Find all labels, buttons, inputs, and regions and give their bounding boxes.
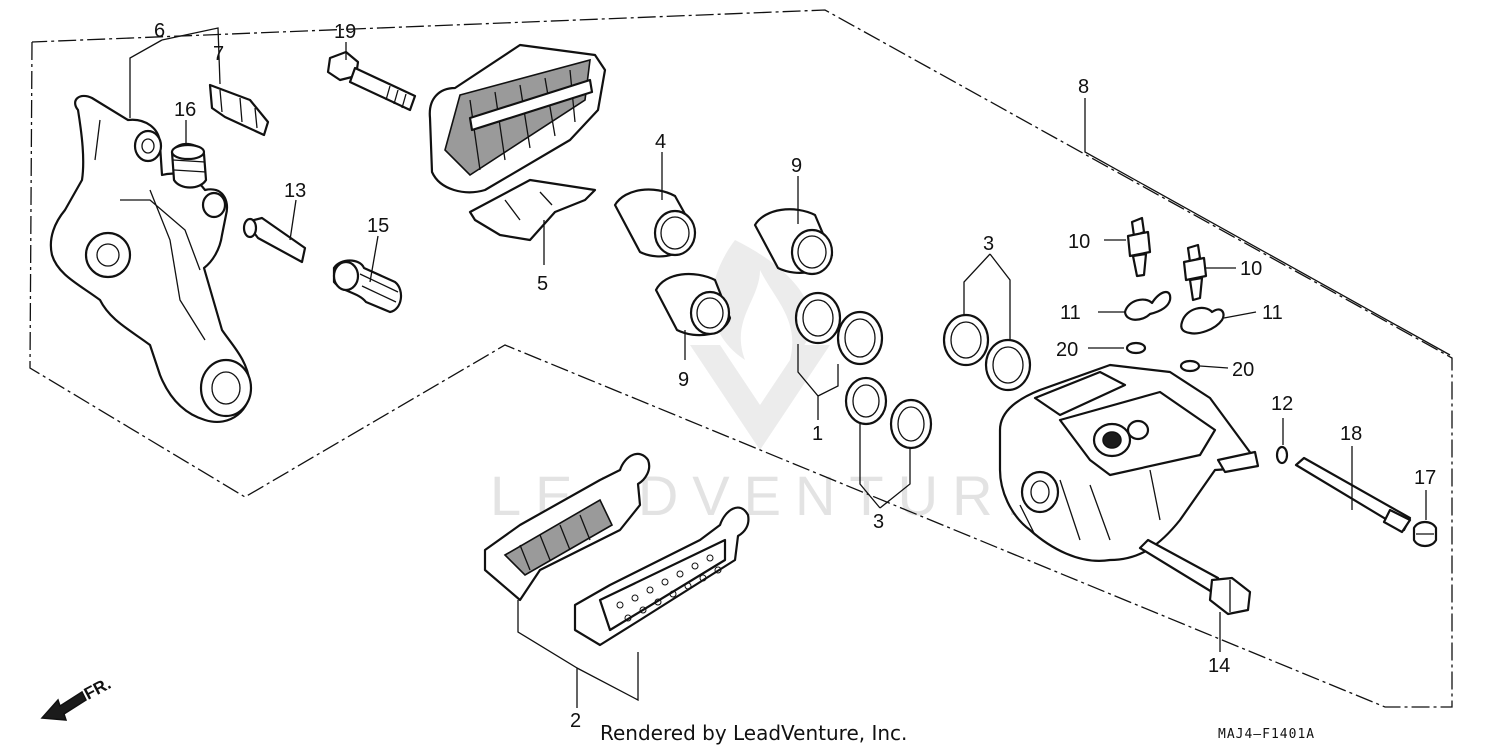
callout-9-lower: 9 (678, 369, 689, 391)
washers (1125, 341, 1201, 373)
piston-seals (794, 291, 1032, 450)
bleeder-valve-right (1182, 243, 1208, 302)
callout-10-right: 10 (1240, 258, 1262, 280)
callout-6: 6 (154, 20, 165, 42)
callout-18: 18 (1340, 423, 1362, 445)
callout-12: 12 (1271, 393, 1293, 415)
callout-labels: 6 7 19 16 13 15 5 4 9 9 1 3 3 8 10 10 11… (154, 20, 1436, 732)
brake-pad-rear (573, 506, 750, 647)
o-ring (1275, 445, 1289, 465)
callout-4: 4 (655, 131, 666, 153)
callout-8: 8 (1078, 76, 1089, 98)
callout-5: 5 (537, 273, 548, 295)
drawing-code: MAJ4–F1401A (1218, 727, 1315, 742)
mounting-bolt (1138, 538, 1252, 616)
leader-lines (129, 27, 1451, 708)
pad-retainer (468, 178, 597, 242)
outer-frame (29, 9, 1453, 708)
caliper-pin (242, 216, 307, 264)
bleeder-caps (1123, 291, 1225, 335)
caliper-pin-long (1294, 456, 1412, 534)
callout-19: 19 (334, 21, 356, 43)
callout-10-left: 10 (1068, 231, 1090, 253)
caliper-body-inner (998, 363, 1260, 562)
callout-9-upper: 9 (791, 155, 802, 177)
piston-upper (753, 208, 834, 276)
piston-large (613, 188, 697, 258)
slide-bolt (332, 259, 403, 314)
caliper-bracket (49, 94, 253, 423)
callout-3-upper: 3 (983, 233, 994, 255)
callout-13: 13 (284, 180, 306, 202)
pad-spring-clip (208, 83, 270, 137)
callout-11-left: 11 (1060, 302, 1081, 324)
callout-7: 7 (213, 43, 224, 65)
callout-20-left: 20 (1056, 339, 1078, 361)
callout-14: 14 (1208, 655, 1230, 677)
pin-boot (170, 142, 208, 189)
callout-11-right: 11 (1262, 302, 1283, 324)
caliper-body-outer (428, 43, 607, 194)
bleeder-valve-left (1126, 216, 1152, 278)
callout-15: 15 (367, 215, 389, 237)
callout-17: 17 (1414, 467, 1436, 489)
brake-pad-front (483, 452, 651, 602)
render-credit: Rendered by LeadVenture, Inc. (600, 721, 907, 745)
pad-pin-bolt (326, 50, 417, 112)
callout-16: 16 (174, 99, 196, 121)
pin-plug (1412, 520, 1438, 548)
watermark: LEADVENTURE (490, 240, 1044, 527)
callout-2: 2 (570, 710, 581, 732)
callout-20-right: 20 (1232, 359, 1254, 381)
front-direction-arrow (40, 690, 87, 721)
frame-lines (29, 9, 1453, 708)
callout-3-lower: 3 (873, 511, 884, 533)
callout-1: 1 (812, 423, 823, 445)
piston-lower (654, 273, 732, 337)
